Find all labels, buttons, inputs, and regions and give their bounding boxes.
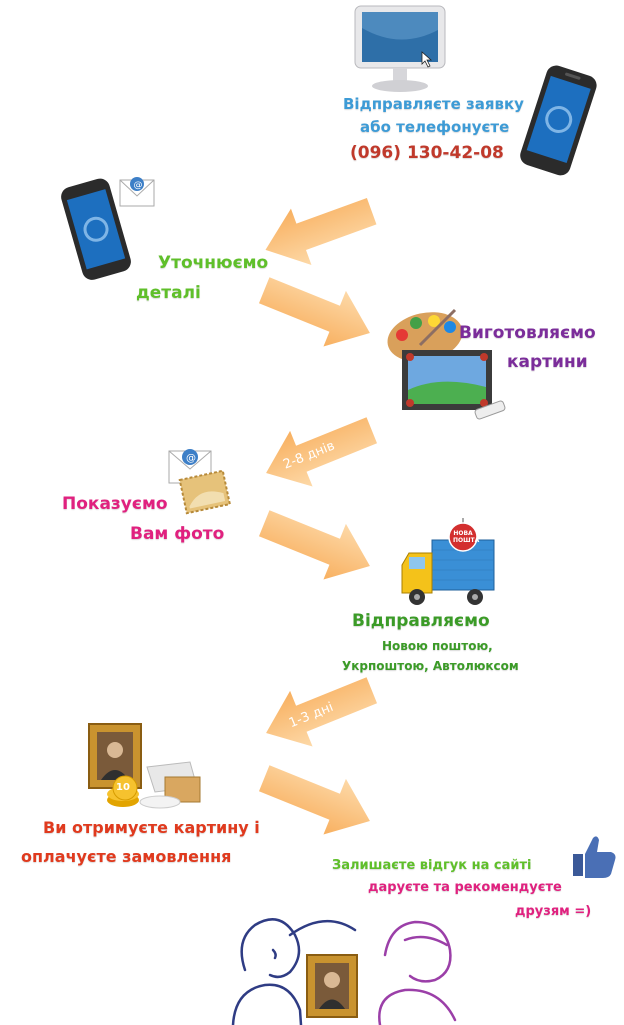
- woman-figure: [378, 920, 457, 1025]
- portrait-icon: [88, 723, 142, 789]
- step5-text-line1: Відправляємо: [352, 611, 490, 631]
- coins-icon: [107, 775, 139, 807]
- step3-text-line2: картини: [507, 352, 588, 372]
- step7-text-line1: Залишаєте відгук на сайті: [332, 858, 532, 873]
- man-figure: [231, 918, 303, 1025]
- arrow-step1-to-step2: [265, 198, 377, 266]
- arrow-step6-to-step7: [258, 765, 370, 835]
- step6-text-line2: оплачуєте замовлення: [21, 847, 232, 866]
- palette-icon: [387, 308, 463, 362]
- svg-text:@: @: [134, 181, 143, 191]
- step6-text-line1: Ви отримуєте картину і: [43, 818, 260, 837]
- arrow-step5-to-step6: [266, 677, 378, 747]
- truck-sign-line2: ПОШТА: [453, 537, 480, 544]
- truck-icon: [401, 518, 495, 605]
- smartphone-email-icon: @: [61, 177, 155, 280]
- truck-sign-line1: НОВА: [453, 530, 473, 537]
- truck-sign: [448, 518, 478, 552]
- thumbs-up-icon: [573, 836, 616, 878]
- arrow-step4-to-step5: [258, 510, 370, 580]
- step2-text-line1: Уточнюємо: [158, 253, 269, 273]
- arrow-step3-to-step4: [266, 417, 378, 487]
- step1-phone-number[interactable]: (096) 130-42-08: [350, 143, 504, 163]
- step1-text-line1: Відправляєте заявку: [343, 95, 524, 113]
- step4-text-line1: Показуємо: [62, 494, 168, 514]
- smartphone-icon: [520, 65, 597, 176]
- step7-text-line3: друзям =): [515, 904, 592, 919]
- envelope-photo-icon: @: [168, 449, 232, 515]
- monitor-icon: [354, 5, 446, 92]
- svg-text:@: @: [186, 453, 196, 464]
- truck-sign-text: НОВА ПОШТА: [453, 530, 480, 544]
- step5-text-line2: Новою поштою,: [382, 639, 493, 653]
- people-icon: [231, 918, 457, 1025]
- arrow-step2-to-step3: [258, 277, 370, 347]
- step2-text-line2: деталі: [136, 283, 201, 303]
- palette-picture-icon: [387, 308, 506, 420]
- email-icon: @: [119, 177, 155, 207]
- portrait-gift: [306, 954, 358, 1018]
- speech-bubble: [288, 919, 357, 937]
- step5-text-line3: Укрпоштою, Автолюксом: [342, 659, 519, 673]
- step1-text-line2: або телефонуєте: [360, 118, 510, 136]
- picture-icon: [402, 350, 492, 410]
- step7-text-line2: даруєте та рекомендуєте: [368, 880, 562, 895]
- portrait-coins-icon: [88, 723, 201, 809]
- step4-text-line2: Вам фото: [130, 524, 225, 544]
- step3-text-line1: Виготовляємо: [459, 323, 596, 343]
- coin-label: 10: [116, 782, 130, 793]
